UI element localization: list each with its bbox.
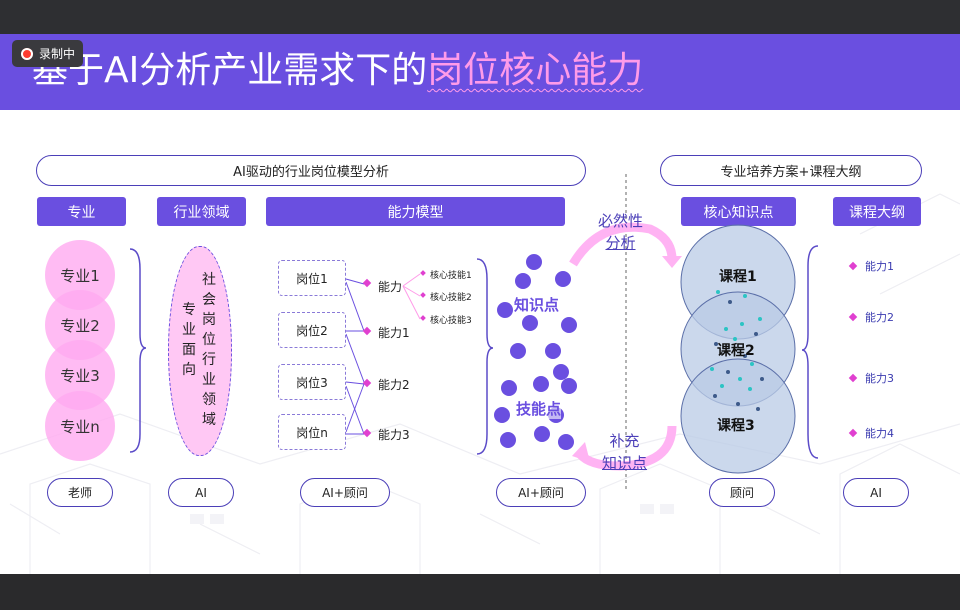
knowledge-dot — [510, 343, 526, 359]
arc-label-bottom: 补充知识点 — [602, 432, 648, 472]
post-box: 岗位n — [278, 414, 346, 450]
course-label: 课程2 — [717, 343, 755, 359]
slide: 基于AI分析产业需求下的岗位核心能力 AI驱动的行业岗位模型分析 专业培养方案+… — [0, 34, 960, 574]
industry-text-col2: 社会岗位 行业领域 — [202, 272, 216, 428]
ability-label: 能力2 — [378, 378, 410, 392]
skill-dot — [534, 426, 550, 442]
section-header-left: AI驱动的行业岗位模型分析 — [36, 155, 586, 186]
syllabus-item: 能力4 — [848, 425, 894, 441]
role-pill: 顾问 — [709, 478, 775, 507]
syllabus-item: 能力2 — [848, 309, 894, 325]
title-band — [0, 34, 960, 110]
major-circle: 专业n — [45, 391, 115, 461]
skill-point-label: 技能点 — [516, 398, 562, 419]
industry-ellipse — [168, 246, 232, 456]
role-pill: 老师 — [47, 478, 113, 507]
skill-dot — [500, 432, 516, 448]
skill-dot — [558, 434, 574, 450]
record-icon — [21, 47, 33, 60]
column-header-major: 专业 — [37, 197, 126, 226]
ability-label: 能力1 — [378, 326, 410, 340]
bottom-bar — [0, 574, 960, 610]
top-bar — [0, 0, 960, 34]
skill-label: 核心技能3 — [430, 316, 472, 326]
knowledge-dot — [526, 254, 542, 270]
diamond-icon — [848, 428, 858, 438]
diamond-icon — [848, 373, 858, 383]
role-pill: AI+顾问 — [496, 478, 586, 507]
knowledge-dot — [522, 315, 538, 331]
post-box: 岗位1 — [278, 260, 346, 296]
skill-dot — [561, 378, 577, 394]
role-pill: AI+顾问 — [300, 478, 390, 507]
knowledge-dot — [545, 343, 561, 359]
ability-label: 能力3 — [378, 428, 410, 442]
section-header-right: 专业培养方案+课程大纲 — [660, 155, 922, 186]
post-box: 岗位3 — [278, 364, 346, 400]
diamond-icon — [848, 261, 858, 271]
diamond-icon — [848, 312, 858, 322]
skill-dot — [494, 407, 510, 423]
skill-label: 核心技能1 — [430, 271, 472, 281]
recording-indicator[interactable]: 录制中 — [12, 40, 83, 67]
course-label: 课程3 — [717, 418, 755, 434]
knowledge-dot — [515, 273, 531, 289]
column-header-industry: 行业领域 — [157, 197, 246, 226]
skill-dot — [501, 380, 517, 396]
skill-dot — [533, 376, 549, 392]
skill-dot — [553, 364, 569, 380]
column-header-core-knowledge: 核心知识点 — [681, 197, 796, 226]
course-label: 课程1 — [719, 269, 757, 285]
connector-lines — [129, 174, 819, 489]
arc-label-top: 必然性分析 — [598, 212, 644, 252]
knowledge-point-label: 知识点 — [514, 294, 560, 315]
column-header-syllabus: 课程大纲 — [833, 197, 921, 226]
syllabus-item: 能力1 — [848, 258, 894, 274]
column-header-ability-model: 能力模型 — [266, 197, 565, 226]
role-pill: AI — [168, 478, 234, 507]
role-pill: AI — [843, 478, 909, 507]
post-box: 岗位2 — [278, 312, 346, 348]
knowledge-dot — [497, 302, 513, 318]
ability-label: 能力 — [378, 280, 403, 294]
skill-label: 核心技能2 — [430, 293, 472, 303]
recording-label: 录制中 — [39, 47, 76, 61]
knowledge-dot — [561, 317, 577, 333]
knowledge-dot — [555, 271, 571, 287]
syllabus-item: 能力3 — [848, 370, 894, 386]
page-title: 基于AI分析产业需求下的岗位核心能力 — [32, 50, 644, 91]
industry-text-col1: 专业面向 — [182, 302, 196, 378]
